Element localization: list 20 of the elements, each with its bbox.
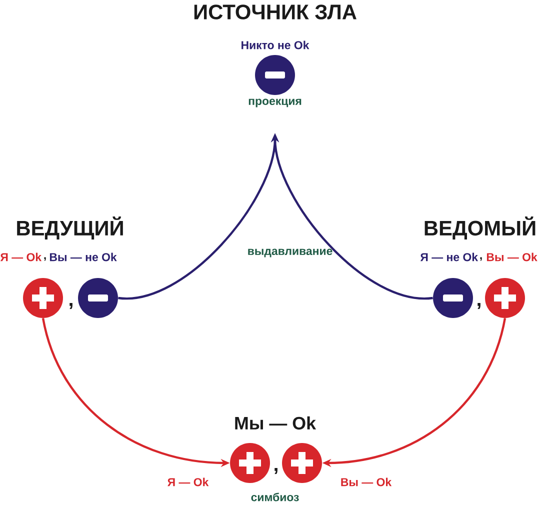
sign-circle xyxy=(78,278,118,318)
caption-text: выдавливание xyxy=(248,248,332,258)
heading: ВЕДУЩИЙ xyxy=(17,216,123,240)
sign-circle xyxy=(485,278,525,318)
comma: , xyxy=(44,257,46,261)
heading: ВЕДОМЫЙ xyxy=(424,216,536,240)
comma: , xyxy=(480,257,482,261)
sign-circle xyxy=(230,443,270,483)
sign-circle xyxy=(282,443,322,483)
sign-circle xyxy=(433,278,473,318)
heading: Мы — Ok xyxy=(235,416,316,430)
status-text: Я — не Ok xyxy=(420,252,478,262)
caption-text: симбиоз xyxy=(251,492,299,502)
comma: , xyxy=(70,302,72,310)
status-text: Вы — не Ok xyxy=(50,252,117,262)
comma: , xyxy=(478,302,480,310)
comma: , xyxy=(274,468,278,474)
status-text: Вы — Ok xyxy=(486,252,538,262)
sign-circle xyxy=(255,55,295,95)
sign-circle xyxy=(23,278,63,318)
